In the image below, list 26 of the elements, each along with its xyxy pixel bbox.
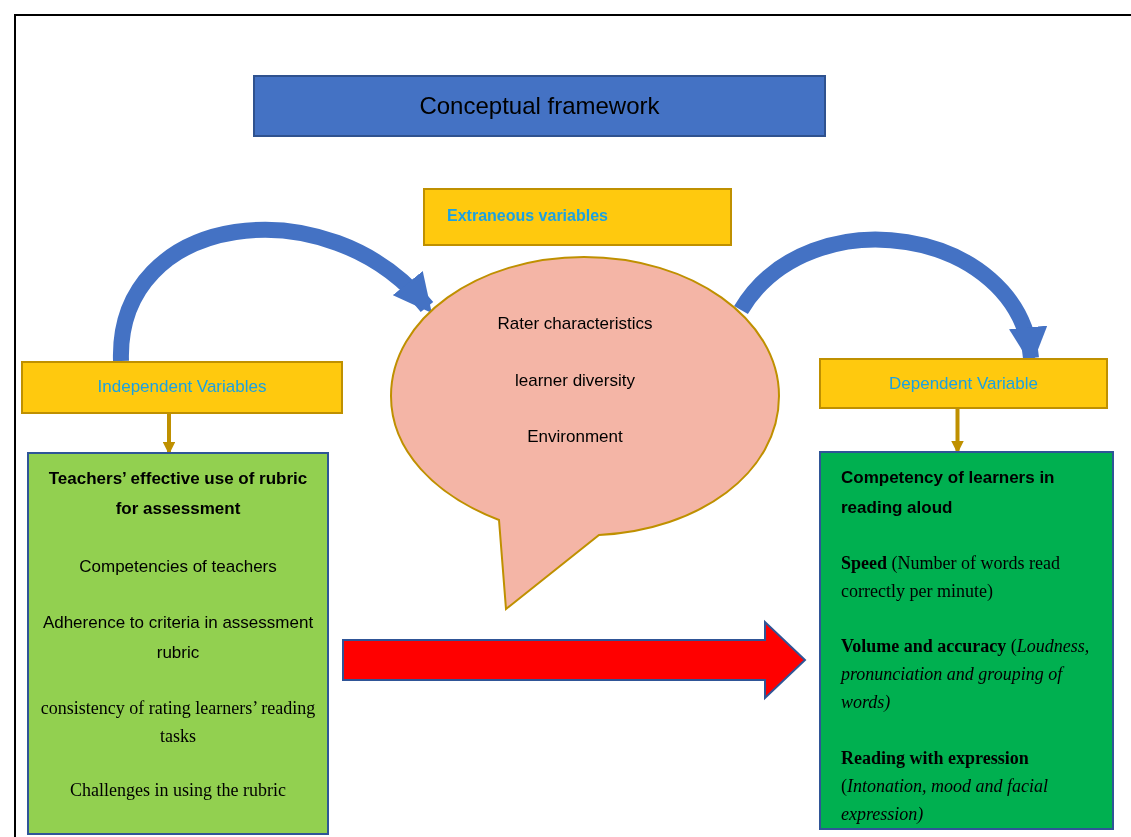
node-text: Reading with expression (Intonation, mood and facial expression) (841, 747, 1049, 826)
block-arrow (342, 619, 807, 701)
node-text: Rater characteristics (496, 313, 654, 335)
variable-label-box (819, 358, 1108, 409)
node-text: Dependent Variable (888, 373, 1039, 395)
dependent-variable-box (819, 451, 1114, 830)
variable-label-box (21, 361, 343, 414)
node-text: Speed (Number of words read correctly per minute) (841, 552, 1061, 603)
node-text: consistency of rating learners’ reading tasks (39, 697, 317, 748)
node-text: Teachers’ effective use of rubric for assessment (47, 468, 309, 520)
node-text: Competency of learners in reading aloud (841, 467, 1056, 519)
node-text: Volume and accuracy (Loudness, pronunciation and grouping of words) (841, 635, 1091, 714)
node-text: Challenges in using the rubric (69, 779, 287, 802)
node-text: Competencies of teachers (78, 556, 278, 578)
independent-variable-box (27, 452, 329, 835)
curved-arrow (113, 221, 433, 362)
node-text: Environment (526, 426, 624, 448)
variable-label-box (423, 188, 732, 246)
arrow (162, 414, 176, 455)
node-text: Independent Variables (96, 376, 268, 398)
node-text: Adherence to criteria in assessment rubric (41, 612, 315, 664)
node-text: Extraneous variables (447, 206, 609, 226)
title-banner: Conceptual framework (253, 75, 826, 137)
node-text: learner diversity (514, 370, 636, 392)
arrow (951, 409, 964, 454)
speech-bubble (389, 255, 781, 612)
